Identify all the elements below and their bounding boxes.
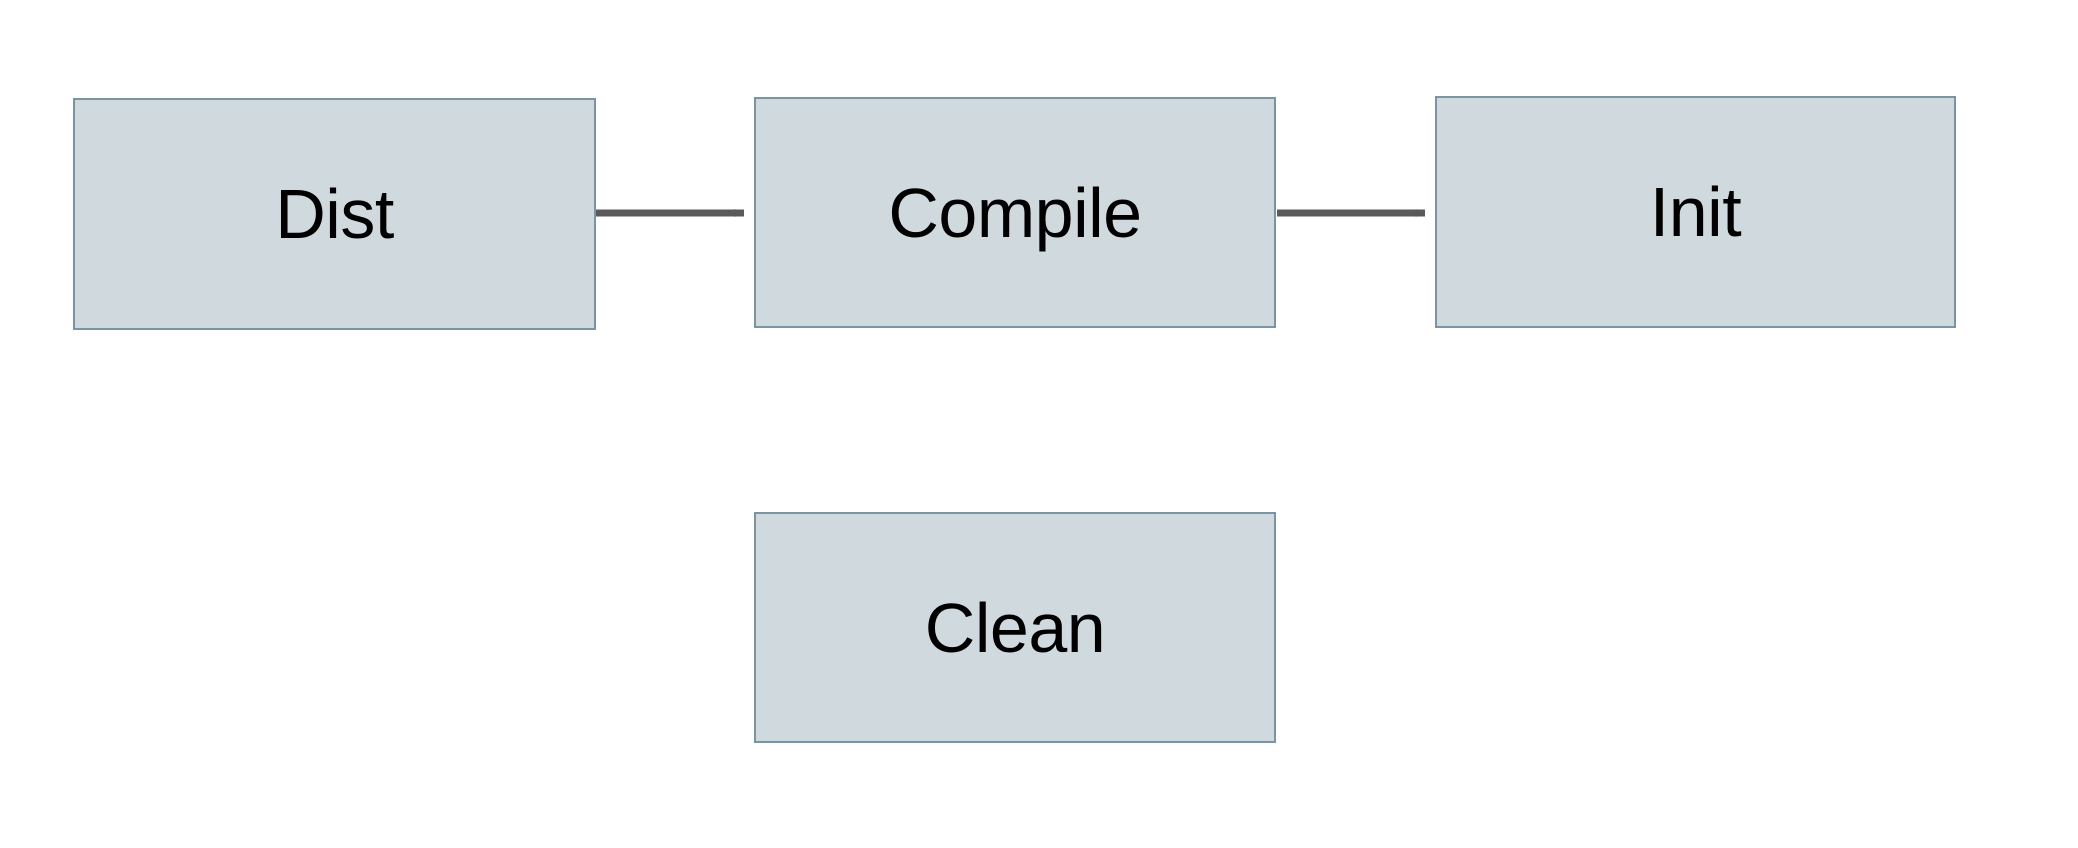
node-dist-label: Dist [275, 175, 394, 253]
node-compile-label: Compile [888, 173, 1142, 252]
node-clean[interactable]: Clean [754, 512, 1276, 743]
node-dist[interactable]: Dist [73, 98, 596, 330]
node-init-label: Init [1649, 173, 1742, 251]
node-clean-label: Clean [924, 588, 1106, 667]
node-compile[interactable]: Compile [754, 97, 1276, 328]
node-init[interactable]: Init [1435, 96, 1956, 328]
